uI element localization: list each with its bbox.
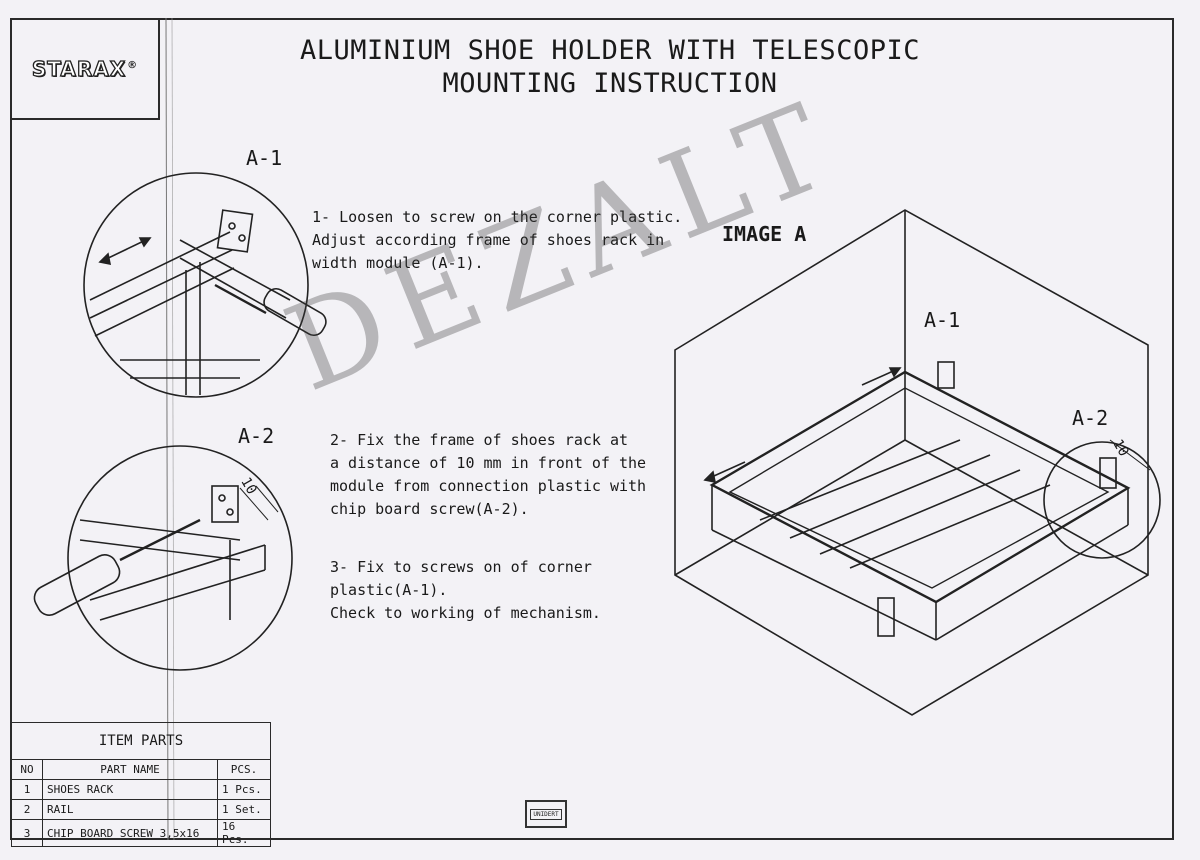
detail-a2-illustration bbox=[33, 445, 293, 671]
row-no: 3 bbox=[11, 819, 43, 847]
row-part-name: SHOES RACK bbox=[42, 779, 218, 800]
header-part-name: PART NAME bbox=[42, 759, 218, 780]
table-caption-row: ITEM PARTS bbox=[11, 722, 271, 760]
page-title: ALUMINIUM SHOE HOLDER WITH TELESCOPIC MO… bbox=[170, 34, 1050, 100]
label-a2-detail: A-2 bbox=[238, 424, 275, 448]
label-a1-detail: A-1 bbox=[246, 146, 283, 170]
label-a2-image: A-2 bbox=[1072, 406, 1109, 430]
stamp-text: UNIDERT bbox=[530, 808, 562, 820]
stamp-logo: UNIDERT bbox=[525, 800, 567, 828]
table-row: 1 SHOES RACK 1 Pcs. bbox=[11, 779, 271, 800]
row-no: 2 bbox=[11, 799, 43, 820]
step-2-text: 2- Fix the frame of shoes rack at a dist… bbox=[330, 431, 647, 518]
sheet-border bbox=[10, 18, 1174, 840]
row-pcs: 16 Pcs. bbox=[217, 819, 271, 847]
table-caption: ITEM PARTS bbox=[11, 722, 271, 760]
table-row: 2 RAIL 1 Set. bbox=[11, 799, 271, 820]
header-pcs: PCS. bbox=[217, 759, 271, 780]
label-a1-image: A-1 bbox=[924, 308, 961, 332]
row-part-name: CHIP BOARD SCREW 3,5x16 bbox=[42, 819, 218, 847]
image-a-label: IMAGE A bbox=[722, 222, 807, 246]
fold-line bbox=[165, 17, 169, 841]
row-pcs: 1 Pcs. bbox=[217, 779, 271, 800]
table-row: 3 CHIP BOARD SCREW 3,5x16 16 Pcs. bbox=[11, 819, 271, 847]
row-part-name: RAIL bbox=[42, 799, 218, 820]
item-parts-table: ITEM PARTS NO PART NAME PCS. 1 SHOES RAC… bbox=[11, 722, 271, 847]
step-1-text: 1- Loosen to screw on the corner plastic… bbox=[312, 208, 683, 272]
table-header-row: NO PART NAME PCS. bbox=[11, 759, 271, 780]
header-no: NO bbox=[11, 759, 43, 780]
fold-line-2 bbox=[171, 17, 175, 841]
step-3-text: 3- Fix to screws on of corner plastic(A-… bbox=[330, 558, 601, 622]
logo-box: STARAX® bbox=[10, 18, 160, 120]
title-line-1: ALUMINIUM SHOE HOLDER WITH TELESCOPIC bbox=[300, 35, 920, 66]
title-line-2: MOUNTING INSTRUCTION bbox=[442, 68, 778, 99]
row-no: 1 bbox=[11, 779, 43, 800]
image-a-illustration bbox=[674, 209, 1161, 716]
row-pcs: 1 Set. bbox=[217, 799, 271, 820]
detail-a1-illustration bbox=[83, 172, 327, 398]
brand-logo: STARAX® bbox=[31, 56, 139, 81]
